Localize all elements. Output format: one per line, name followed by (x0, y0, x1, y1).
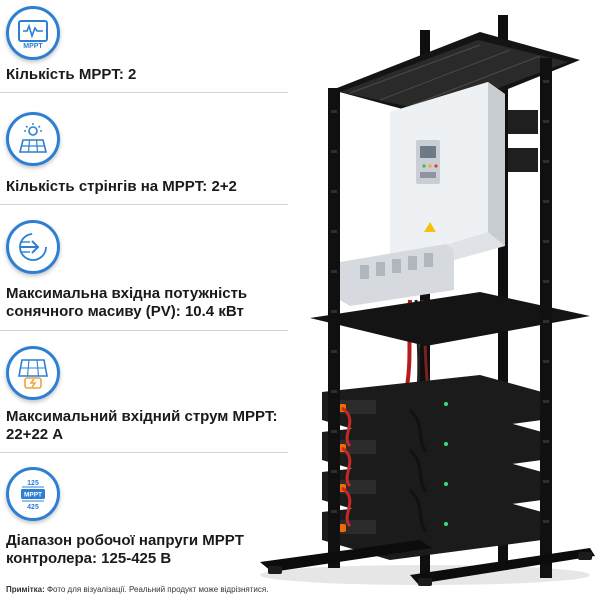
divider (0, 330, 288, 331)
rack-base (260, 540, 432, 572)
battery-stack (322, 375, 542, 560)
solar-panel-sun-icon (6, 112, 60, 166)
spec-label: Максимальний вхідний струм MPPT: 22+22 А (6, 408, 278, 443)
rack-post (328, 88, 340, 568)
rack-post (540, 58, 552, 578)
spec-list: MPPT Кількість MPPT: 2 Кількість стрінгі… (0, 6, 288, 567)
svg-text:MPPT: MPPT (24, 492, 42, 499)
disclaimer-note: Примітка: Фото для візуалізації. Реальни… (6, 585, 526, 595)
rack-illustration (260, 15, 595, 586)
svg-text:125: 125 (27, 480, 39, 487)
solar-panel-lightning-icon (6, 346, 60, 400)
divider (0, 204, 288, 205)
rack-base (410, 548, 595, 584)
mppt-monitor-icon: MPPT (6, 6, 60, 60)
divider (0, 452, 288, 453)
spec-label: Діапазон робочої напруги MPPT контролера… (6, 532, 244, 567)
note-text: Фото для візуалізації. Реальний продукт … (44, 585, 269, 594)
spec-label: Кількість стрінгів на MPPT: 2+2 (6, 178, 237, 195)
rack-post (498, 15, 508, 570)
spec-label: Максимальна вхідна потужність сонячного … (6, 285, 248, 320)
breaker-box (340, 244, 454, 306)
product-photo (250, 0, 600, 600)
rack-middle-shelf (310, 292, 590, 346)
svg-text:MPPT: MPPT (23, 43, 43, 50)
spec-label: Кількість MPPT: 2 (6, 66, 137, 83)
voltage-range-icon: 125 MPPT 425 (6, 467, 60, 521)
inverter-screen (420, 146, 436, 158)
divider (0, 92, 288, 93)
power-input-arrow-icon (6, 220, 60, 274)
note-prefix: Примітка: (6, 585, 45, 594)
svg-text:425: 425 (27, 504, 39, 511)
